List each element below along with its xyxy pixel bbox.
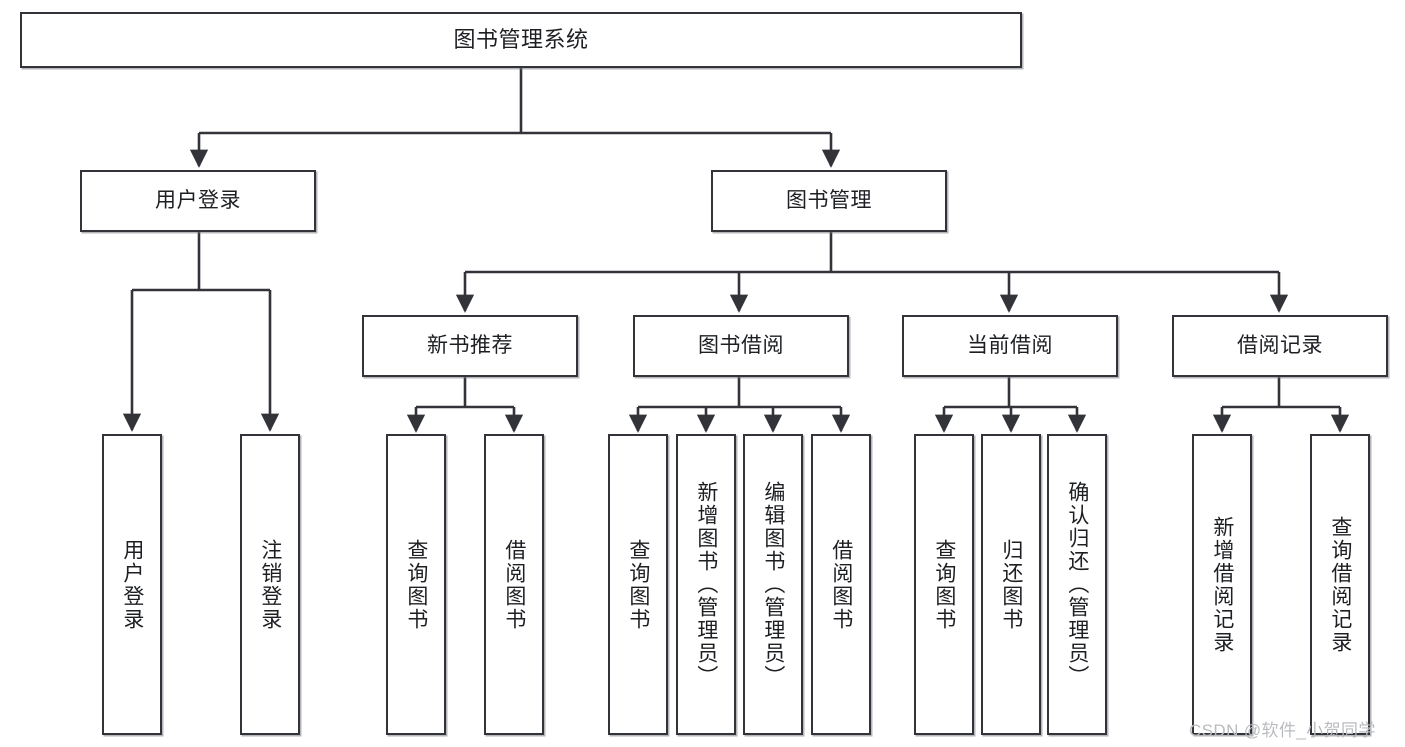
node-current-borrowing[interactable]: 当前借阅 — [902, 315, 1118, 377]
node-label: 新增借阅记录 — [1210, 515, 1234, 654]
leaf-current-borrow-return-book[interactable]: 归还图书 — [981, 434, 1041, 735]
node-label: 当前借阅 — [967, 334, 1053, 358]
node-borrowing-record[interactable]: 借阅记录 — [1172, 315, 1388, 377]
leaf-book-borrow-add-book-admin[interactable]: 新增图书（管理员） — [676, 434, 736, 735]
leaf-user-login-login[interactable]: 用户登录 — [102, 434, 162, 735]
node-book-management[interactable]: 图书管理 — [711, 170, 947, 232]
node-label: 借阅记录 — [1237, 334, 1323, 358]
node-label: 借阅图书 — [829, 538, 853, 631]
leaf-new-book-query-book[interactable]: 查询图书 — [386, 434, 446, 735]
leaf-book-borrow-edit-book-admin[interactable]: 编辑图书（管理员） — [743, 434, 803, 735]
node-label: 归还图书 — [999, 538, 1023, 631]
node-label: 注销登录 — [258, 538, 282, 631]
leaf-current-borrow-query-book[interactable]: 查询图书 — [914, 434, 974, 735]
node-new-book-recommendation[interactable]: 新书推荐 — [362, 315, 578, 377]
node-label: 新增图书（管理员） — [694, 481, 718, 688]
leaf-new-book-borrow-book[interactable]: 借阅图书 — [484, 434, 544, 735]
node-label: 查询图书 — [404, 538, 428, 631]
node-root-book-management-system[interactable]: 图书管理系统 — [20, 12, 1022, 68]
node-label: 图书管理 — [786, 189, 872, 213]
watermark-text: CSDN @软件_小贺同学 — [1189, 721, 1376, 740]
node-label: 确认归还（管理员） — [1065, 481, 1089, 688]
node-label: 编辑图书（管理员） — [761, 481, 785, 688]
node-user-login[interactable]: 用户登录 — [80, 170, 316, 232]
leaf-book-borrow-borrow-book[interactable]: 借阅图书 — [811, 434, 871, 735]
leaf-user-login-logout[interactable]: 注销登录 — [240, 434, 300, 735]
node-label: 查询图书 — [626, 538, 650, 631]
node-book-borrowing[interactable]: 图书借阅 — [633, 315, 849, 377]
leaf-borrow-record-add-record[interactable]: 新增借阅记录 — [1192, 434, 1252, 735]
node-label: 新书推荐 — [427, 334, 513, 358]
node-label: 图书借阅 — [698, 334, 784, 358]
node-label: 用户登录 — [155, 189, 241, 213]
node-label: 图书管理系统 — [453, 26, 589, 52]
leaf-borrow-record-query-record[interactable]: 查询借阅记录 — [1310, 434, 1370, 735]
node-label: 查询图书 — [932, 538, 956, 631]
leaf-current-borrow-confirm-return-admin[interactable]: 确认归还（管理员） — [1047, 434, 1107, 735]
leaf-book-borrow-query-book[interactable]: 查询图书 — [608, 434, 668, 735]
node-label: 用户登录 — [120, 538, 144, 631]
node-label: 借阅图书 — [502, 538, 526, 631]
node-label: 查询借阅记录 — [1328, 515, 1352, 654]
